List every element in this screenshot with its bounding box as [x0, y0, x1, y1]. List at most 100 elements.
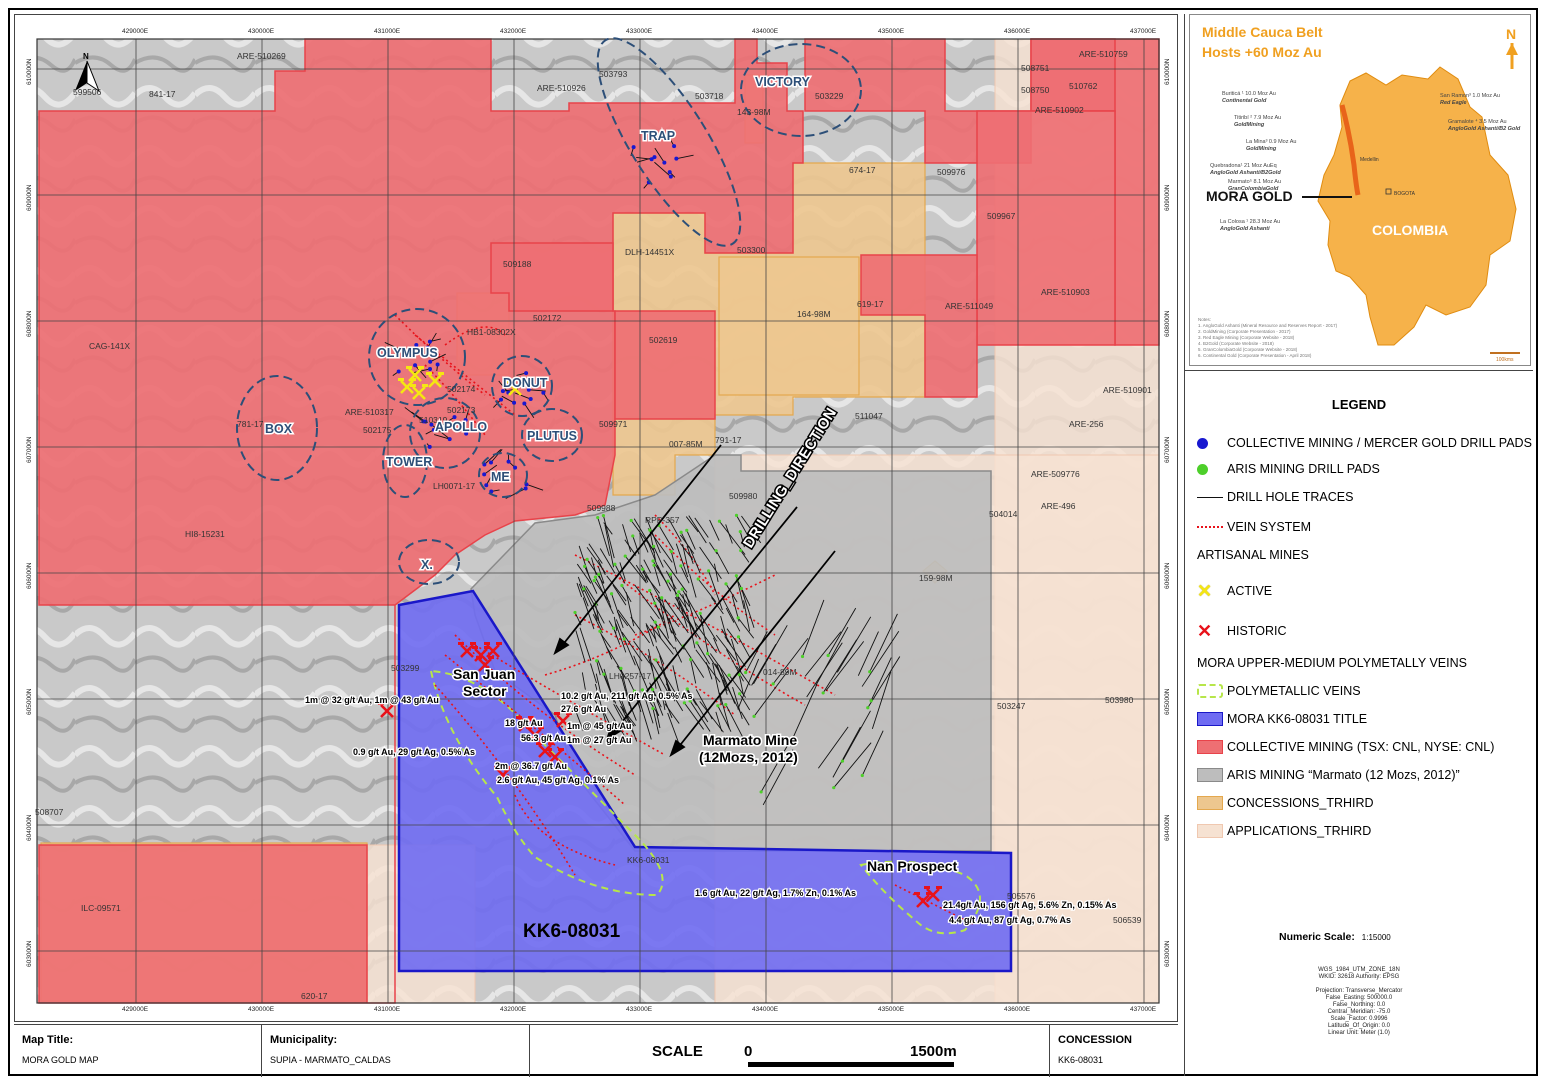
tenement-label: 504014 — [989, 509, 1018, 519]
assay-label: 27.6 g/t Au — [561, 704, 606, 714]
target-label: APOLLO — [435, 420, 487, 434]
tenement-label: 503299 — [391, 663, 420, 673]
x-tick-label: 435000E — [878, 28, 905, 35]
assay-label: 1m @ 45 g/t Au — [567, 721, 631, 731]
assay-label: 1m @ 32 g/t Au, 1m @ 43 g/t Au — [305, 695, 439, 705]
inset-deposit-name: Marmato⁵ 8.1 Moz Au — [1228, 178, 1281, 185]
inset-title-line1: Middle Cauca Belt — [1202, 24, 1323, 40]
x-tick-label: 429000E — [122, 1006, 149, 1013]
inset-city-bogota: BOGOTA — [1394, 191, 1416, 197]
concession-cell: CONCESSION KK6-08031 — [1050, 1025, 1178, 1077]
legend-label: MORA UPPER-MEDIUM POLYMETALLY VEINS — [1197, 656, 1467, 670]
municipality-label: Municipality: — [270, 1034, 338, 1046]
x-tick-label: 433000E — [626, 28, 653, 35]
map-title-label: Map Title: — [22, 1034, 74, 1046]
location-inset-map[interactable]: Middle Cauca Belt Hosts +60 Moz Au N COL… — [1189, 14, 1531, 366]
tenement-label: 014-89M — [763, 667, 797, 677]
numeric-scale: Numeric Scale: 1:15000 — [1279, 931, 1391, 943]
projection-line: Latitude_Of_Origin: 0.0 — [1327, 1023, 1391, 1029]
y-tick-label: 609000N — [1164, 184, 1171, 211]
legend-symbol-icon — [1197, 740, 1227, 754]
y-tick-label: 608000N — [1164, 310, 1171, 337]
tenement-label: 503300 — [737, 245, 766, 255]
tenement-label: ARE-509776 — [1031, 469, 1080, 479]
legend-item: ARTISANAL MINES — [1197, 545, 1309, 565]
legend-label: POLYMETALLIC VEINS — [1227, 684, 1361, 698]
map-canvas: 429000E429000E430000E430000E431000E43100… — [26, 28, 1171, 1013]
colombia-shape — [1317, 66, 1517, 346]
inset-deposit-name: La Colosa ¹ 28.3 Moz Au — [1220, 219, 1280, 225]
legend-label: ACTIVE — [1227, 584, 1273, 598]
y-tick-label: 608000N — [26, 310, 33, 337]
svg-text:N: N — [83, 52, 89, 61]
projection-line: Central_Meridian: -75.0 — [1327, 1009, 1391, 1015]
sector-label: Sector — [463, 683, 507, 699]
assay-label: 0.9 g/t Au, 29 g/t Ag, 0.5% As — [353, 747, 475, 757]
marmato-mine-label: Marmato Mine — [703, 732, 797, 748]
legend-symbol-icon: ✕ — [1197, 620, 1213, 641]
assay-label: 4.4 g/t Au, 87 g/t Ag, 0.7% As — [949, 915, 1071, 925]
legend-symbol-icon — [1197, 712, 1227, 726]
scale-end: 1500m — [910, 1043, 957, 1060]
tenement-label: HB1-08302X — [467, 327, 516, 337]
x-tick-label: 431000E — [374, 1006, 401, 1013]
tenement-label: 502173 — [447, 405, 476, 415]
legend-label: DRILL HOLE TRACES — [1227, 490, 1354, 504]
north-arrow-icon: N — [75, 52, 101, 93]
scale-bar — [748, 1062, 954, 1067]
tenement-label: 502175 — [363, 425, 392, 435]
tenement-label: LH0257-17 — [609, 671, 651, 681]
y-tick-label: 610000N — [26, 58, 33, 85]
inset-deposit-owner: AngloGold Ashanti/B2 Gold — [1447, 126, 1521, 132]
map-title-value: MORA GOLD MAP — [22, 1055, 99, 1065]
tenement-label: 511047 — [855, 411, 883, 421]
inset-title-line2: Hosts +60 Moz Au — [1202, 44, 1322, 60]
legend-label: VEIN SYSTEM — [1227, 520, 1312, 534]
inset-note: 4. B2Gold (Corporate Website - 2018) — [1198, 341, 1274, 346]
inset-canvas: Middle Cauca Belt Hosts +60 Moz Au N COL… — [1198, 24, 1521, 363]
kk6-08031-title-area[interactable] — [397, 589, 1013, 973]
legend-label: ARIS MINING “Marmato (12 Mozs, 2012)” — [1227, 768, 1460, 782]
legend-symbol-icon — [1197, 437, 1227, 449]
inset-note: Notes: — [1198, 317, 1211, 322]
inset-project-label: MORA GOLD — [1206, 188, 1293, 204]
coordinate-tick-labels: 429000E429000E430000E430000E431000E43100… — [26, 28, 1171, 1013]
tenement-label: ARE-510903 — [1041, 287, 1090, 297]
tenement-label: 503718 — [695, 91, 724, 101]
inset-notes: Notes:1. AngloGold Ashanti (Mineral Reso… — [1198, 317, 1338, 358]
projection-line: Projection: Transverse_Mercator — [1315, 988, 1403, 994]
collective-mining-layer — [38, 38, 1160, 1004]
legend-panel: LEGEND COLLECTIVE MINING / MERCER GOLD D… — [1185, 370, 1533, 1076]
y-tick-label: 606000N — [26, 562, 33, 589]
tenement-label: 159-98M — [919, 573, 953, 583]
inset-note: 1. AngloGold Ashanti (Mineral Resource a… — [1198, 323, 1338, 328]
inset-deposit-owner: GoldMining — [1246, 146, 1277, 152]
right-panel: Middle Cauca Belt Hosts +60 Moz Au N COL… — [1184, 14, 1533, 1076]
inset-deposit-name: La Mina³ 0.9 Moz Au — [1246, 139, 1296, 145]
concession-label: CONCESSION — [1058, 1034, 1132, 1046]
x-tick-label: 429000E — [122, 28, 149, 35]
concession-value: KK6-08031 — [1058, 1055, 1104, 1065]
legend-label: MORA KK6-08031 TITLE — [1227, 712, 1368, 726]
y-tick-label: 610000N — [1164, 58, 1171, 85]
projection-line: False_Northing: 0.0 — [1332, 1002, 1386, 1008]
municipality-value: SUPIA - MARMATO_CALDAS — [270, 1055, 391, 1065]
x-tick-label: 434000E — [752, 1006, 779, 1013]
x-tick-label: 430000E — [248, 1006, 275, 1013]
tenement-label: 503980 — [1105, 695, 1134, 705]
y-tick-label: 604000N — [26, 814, 33, 841]
y-tick-label: 607000N — [26, 436, 33, 463]
legend-symbol-icon — [1197, 768, 1227, 782]
tenement-label: 674-17 — [849, 165, 876, 175]
inset-deposit-owner: GoldMining — [1234, 122, 1265, 128]
legend-item: COLLECTIVE MINING (TSX: CNL, NYSE: CNL) — [1197, 737, 1494, 757]
tenement-label: 503793 — [599, 69, 628, 79]
assay-label: 21.4g/t Au, 156 g/t Ag, 5.6% Zn, 0.15% A… — [943, 900, 1117, 910]
tenement-label: ARE-510902 — [1035, 105, 1084, 115]
tenement-label: 841-17 — [149, 89, 176, 99]
tenement-label: 619-17 — [857, 299, 884, 309]
inset-deposit-owner: AngloGold Ashanti — [1219, 226, 1270, 232]
projection-line: False_Easting: 500000.0 — [1325, 995, 1393, 1001]
